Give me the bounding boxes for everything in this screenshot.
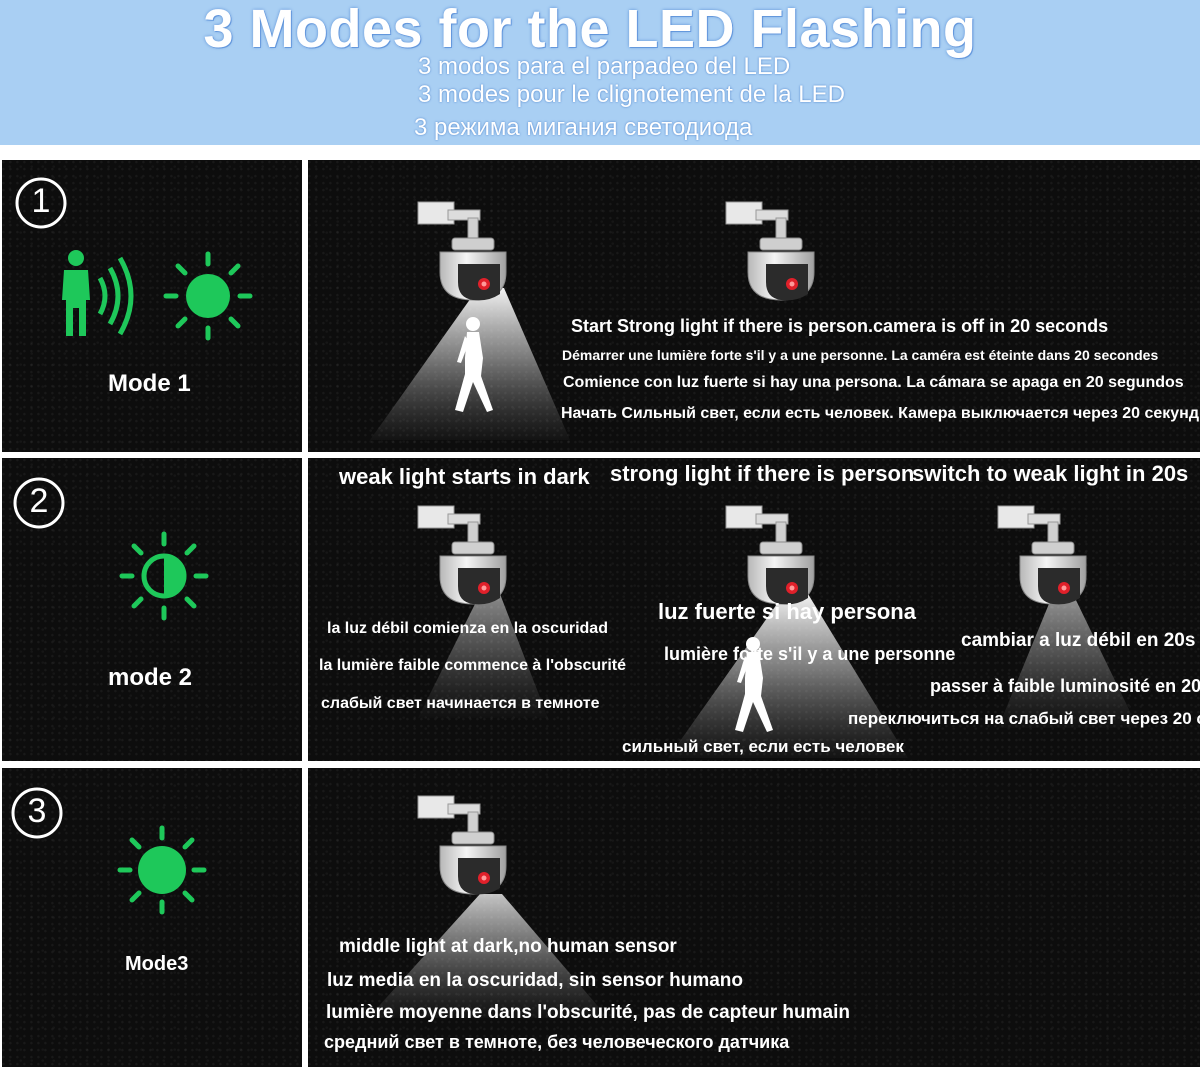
mode2-left-panel: 2 mode 2	[2, 458, 302, 761]
sun-icon	[117, 825, 207, 915]
mode1-scene-panel: Start Strong light if there is person.ca…	[308, 160, 1200, 452]
mode3-text-fr: lumière moyenne dans l'obscurité, pas de…	[326, 1002, 850, 1023]
sun-icon	[163, 251, 253, 341]
camera-icon	[725, 201, 815, 301]
number-circle-icon	[13, 477, 65, 529]
camera-icon	[417, 505, 507, 605]
mode3-left-panel: 3 Mode3	[2, 768, 302, 1067]
mode1-text-es: Comience con luz fuerte si hay una perso…	[563, 374, 1184, 391]
person-motion-icon	[62, 250, 134, 336]
mode3-text-es: luz media en la oscuridad, sin sensor hu…	[327, 970, 743, 991]
mode2-step3-es: cambiar a luz débil en 20s	[961, 630, 1196, 651]
mode2-step1-fr: la lumière faible commence à l'obscurité	[319, 657, 627, 674]
mode2-step2-en: strong light if there is person	[610, 461, 915, 486]
mode1-label: Mode 1	[108, 370, 191, 397]
mode3-number: 3	[27, 792, 47, 830]
number-circle-icon	[11, 787, 63, 839]
mode2-step1-en: weak light starts in dark	[339, 464, 590, 489]
mode2-step1-ru: слабый свет начинается в темноте	[321, 695, 600, 712]
mode2-step2-ru: сильный свет, если есть человек	[622, 737, 904, 756]
mode1-number: 1	[31, 182, 51, 220]
number-circle-icon	[15, 177, 67, 229]
page-title: 3 Modes for the LED Flashing	[203, 0, 977, 59]
header-banner: 3 Modes for the LED Flashing 3 modos par…	[0, 0, 1200, 145]
camera-beams	[418, 594, 1138, 758]
mode1-left-panel: 1 Mode 1	[2, 160, 302, 452]
mode1-text-ru: Начать Сильный свет, если есть человек. …	[561, 405, 1199, 422]
mode2-step3-fr: passer à faible luminosité en 20s	[930, 676, 1200, 696]
mode1-text-en: Start Strong light if there is person.ca…	[571, 316, 1109, 336]
mode1-text-fr: Démarrer une lumière forte s'il y a une …	[562, 347, 1159, 363]
subtitle-es: 3 modos para el parpadeo del LED	[418, 53, 791, 80]
mode2-step3-ru: переключиться на слабый свет через 20 с	[848, 709, 1200, 728]
mode2-number: 2	[29, 482, 49, 520]
subtitle-ru: 3 режима мигания светодиода	[414, 114, 753, 141]
camera-icon	[725, 505, 815, 605]
mode2-step2-es: luz fuerte si hay persona	[658, 599, 916, 624]
mode3-scene-panel: middle light at dark,no human sensor luz…	[308, 768, 1200, 1067]
subtitle-fr: 3 modes pour le clignotement de la LED	[418, 81, 845, 108]
camera-beam	[368, 894, 608, 1018]
mode2-step3-en: switch to weak light in 20s	[912, 461, 1189, 486]
mode2-step2-fr: lumière forte s'il y a une personne	[664, 644, 956, 664]
mode3-label: Mode3	[125, 953, 189, 975]
half-sun-icon	[119, 531, 209, 621]
mode2-scene-panel: weak light starts in dark strong light i…	[308, 458, 1200, 761]
mode3-text-en: middle light at dark,no human sensor	[339, 936, 677, 957]
camera-icon	[417, 201, 507, 301]
camera-icon	[997, 505, 1087, 605]
mode2-step1-es: la luz débil comienza en la oscuridad	[327, 620, 608, 637]
mode2-label: mode 2	[108, 664, 193, 691]
walking-person-icon	[455, 317, 493, 412]
camera-icon	[417, 795, 507, 895]
mode3-text-ru: средний свет в темноте, без человеческог…	[324, 1032, 790, 1052]
